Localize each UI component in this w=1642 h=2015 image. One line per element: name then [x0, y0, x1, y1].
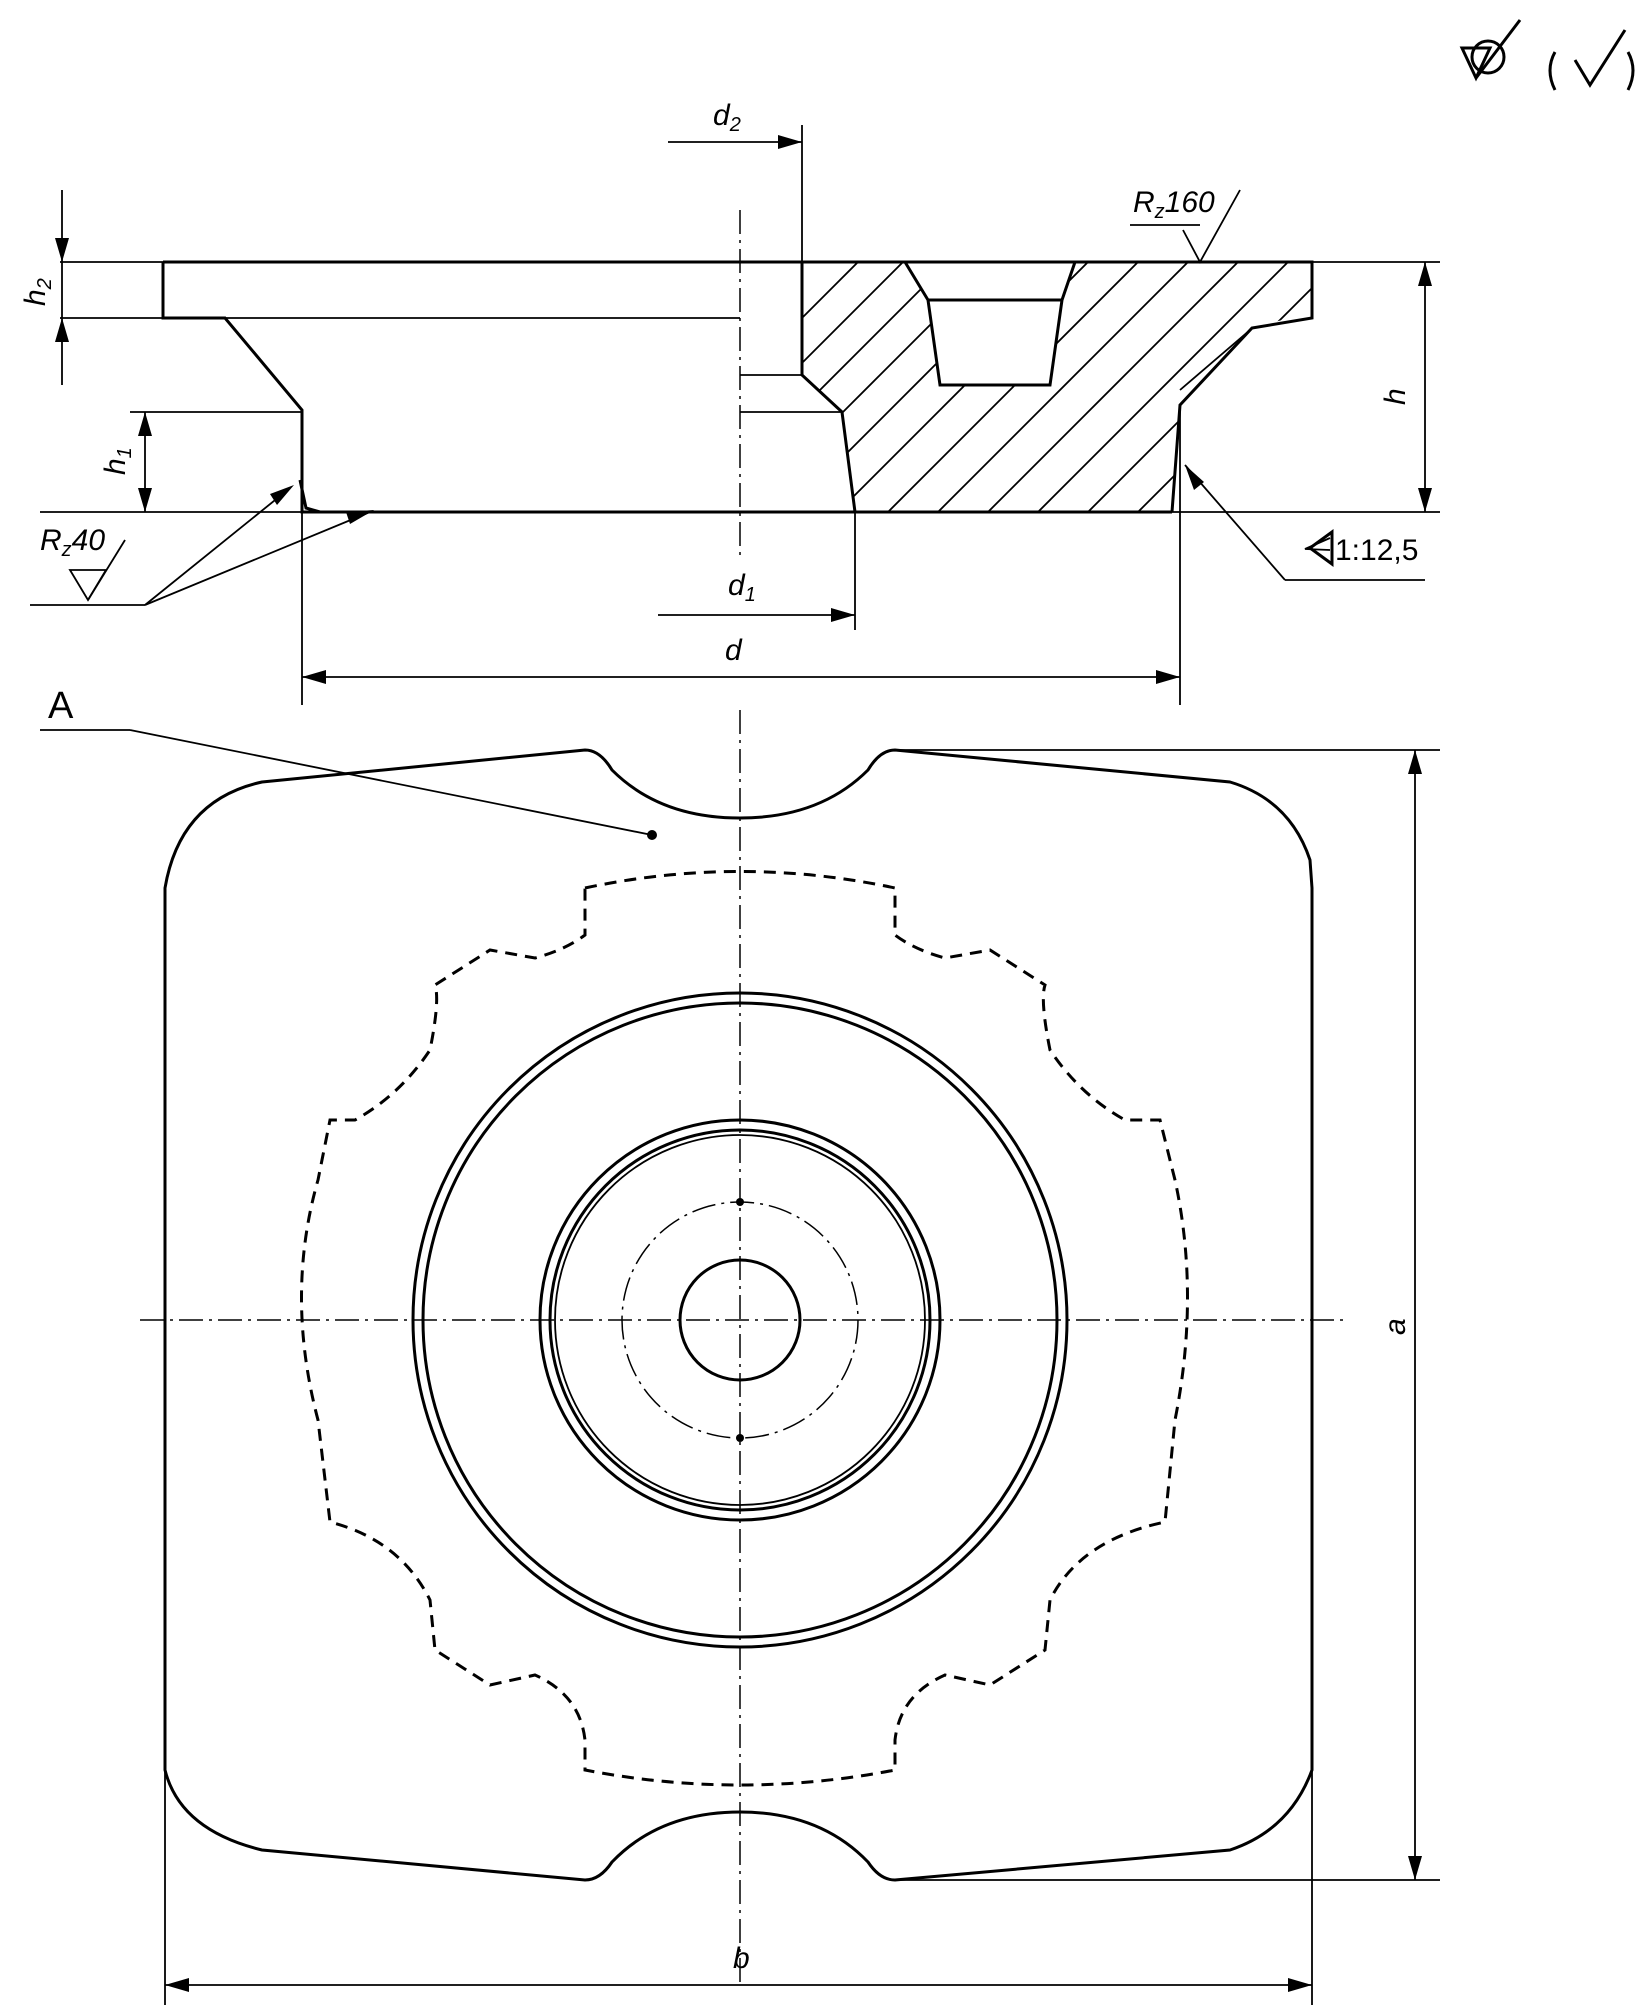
label-h: h	[1379, 388, 1412, 405]
taper-leader	[1184, 464, 1425, 581]
label-a: a	[1379, 1318, 1412, 1335]
label-rz160: Rz160	[1133, 186, 1215, 223]
label-d2: d2	[713, 99, 741, 136]
section-view	[30, 125, 1440, 705]
roughness-rz160	[1130, 189, 1241, 264]
label-b: b	[733, 1942, 750, 1975]
hatch-area	[802, 262, 1312, 512]
taper-symbol-icon	[1304, 537, 1331, 551]
label-d: d	[725, 634, 743, 667]
surface-finish-icon	[1459, 19, 1635, 91]
plan-view	[40, 710, 1440, 2005]
label-taper: 1:12,5	[1335, 534, 1418, 567]
label-h2: h2	[19, 278, 56, 306]
label-rz40: Rz40	[40, 524, 105, 561]
label-view-a: A	[48, 685, 74, 727]
label-h1: h1	[99, 447, 136, 475]
label-d1: d1	[728, 569, 756, 606]
roughness-rz40	[30, 485, 374, 606]
